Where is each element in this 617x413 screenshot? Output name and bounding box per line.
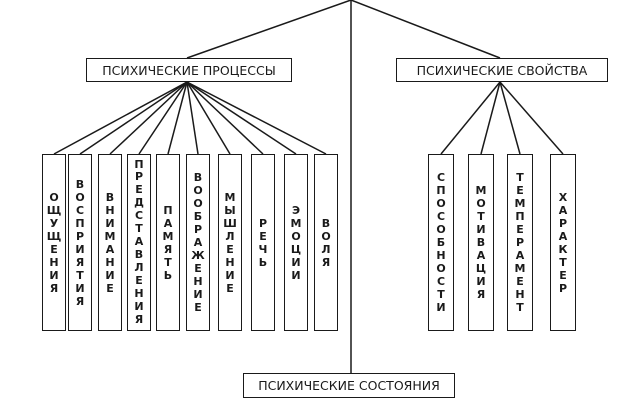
psychic-processes-label: ПСИХИЧЕСКИЕ ПРОЦЕССЫ: [102, 62, 276, 78]
process-connector-3: [138, 81, 188, 155]
property-connector-2: [499, 81, 521, 155]
process-connector-5: [186, 81, 199, 155]
process-connector-8: [186, 81, 297, 155]
process-connector-9: [186, 81, 327, 155]
process-connector-6: [186, 81, 231, 155]
apex-to-processes-line: [186, 0, 352, 59]
process-connector-7: [186, 81, 264, 155]
psychic-states-label: ПСИХИЧЕСКИЕ СОСТОЯНИЯ: [258, 378, 440, 393]
process-connector-4: [167, 81, 188, 155]
process-connector-1: [79, 81, 188, 155]
property-connector-1: [480, 81, 501, 155]
property-connector-3: [499, 81, 564, 155]
psychic-properties-box: ПСИХИЧЕСКИЕ СВОЙСТВА: [396, 58, 608, 82]
psychic-processes-box: ПСИХИЧЕСКИЕ ПРОЦЕССЫ: [86, 58, 292, 82]
process-connector-2: [109, 81, 188, 155]
psychic-states-box: ПСИХИЧЕСКИЕ СОСТОЯНИЯ: [243, 373, 455, 398]
psychic-properties-label: ПСИХИЧЕСКИЕ СВОЙСТВА: [416, 62, 588, 78]
process-connector-0: [53, 81, 188, 155]
property-connector-0: [440, 81, 501, 155]
apex-to-properties-line: [350, 0, 501, 59]
